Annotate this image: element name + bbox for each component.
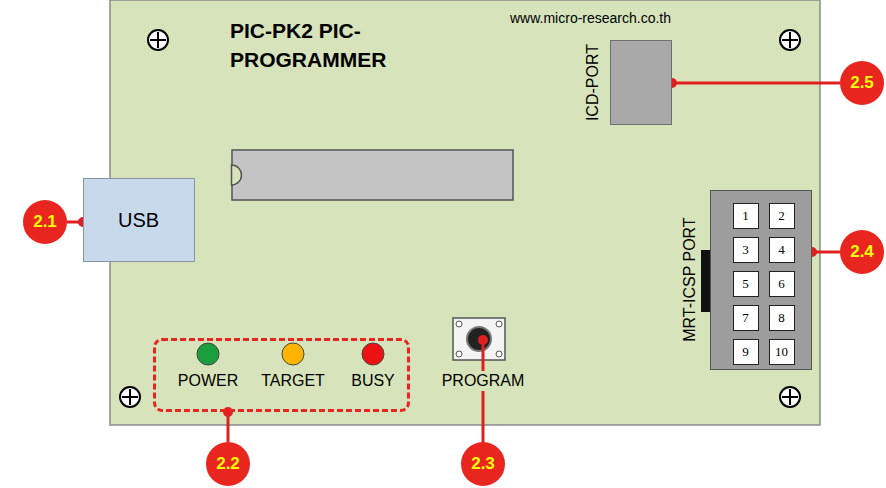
callout-number: 2.4: [840, 230, 884, 274]
pin-box: 7: [733, 305, 759, 331]
callout-number: 2.4: [850, 242, 874, 262]
part-label: PIC-PK2 PIC-PROGRAMMER: [230, 16, 450, 74]
usb-connector: USB: [83, 178, 195, 262]
callout-number: 2.1: [23, 200, 67, 244]
program-button: [453, 318, 505, 360]
pin-number: 10: [775, 344, 788, 360]
pcb-board: [110, 0, 820, 425]
callout-number: 2.2: [216, 454, 240, 474]
callout-number: 2.1: [33, 212, 57, 232]
pin-number: 1: [742, 208, 749, 224]
part-label: TARGET: [261, 371, 325, 390]
connector-key-bar: [701, 250, 710, 312]
pin-number: 7: [742, 310, 749, 326]
pin-number: 4: [778, 242, 785, 258]
pin-box: 1: [733, 203, 759, 229]
callout-number: 2.3: [461, 442, 505, 486]
icsp-connector: 12345678910MRT-ICSP PORT: [710, 190, 812, 370]
leader-line: [667, 78, 840, 88]
part-label: ICD-PORT: [583, 44, 602, 121]
part-label: MRT-ICSP PORT: [680, 217, 699, 341]
callout-number: 2.5: [850, 73, 874, 93]
pin-box: 4: [769, 237, 795, 263]
leader-line: [223, 407, 233, 442]
mounting-holes: [120, 30, 800, 407]
pin-number: 6: [778, 276, 785, 292]
pcb-board: ICD-PORT USB 1 2 3 4 5 6 7 8 9 10 MRT-ICSP PORT POWER…: [110, 0, 820, 425]
part-label: POWER: [178, 371, 238, 390]
pin-box: 9: [733, 339, 759, 365]
pin-box: 2: [769, 203, 795, 229]
callout-number: 2.2: [206, 442, 250, 486]
icd-port: ICD-PORT: [610, 40, 672, 125]
pin-box: 10: [769, 339, 795, 365]
pin-number: 5: [742, 276, 749, 292]
callout-number: 2.5: [840, 61, 884, 105]
pin-box: 8: [769, 305, 795, 331]
led-group: POWER TARGET BUSY: [153, 338, 410, 412]
pin-number: 8: [778, 310, 785, 326]
ic-socket: [232, 150, 514, 200]
part-label: www.micro-research.co.th: [510, 10, 671, 27]
pin-number: 2: [778, 208, 785, 224]
leader-stroke: [672, 82, 840, 85]
part-label: BUSY: [351, 371, 395, 390]
callout-number: 2.3: [471, 454, 495, 474]
status-leds: [197, 343, 384, 365]
pin-number: 3: [742, 242, 749, 258]
pin-box: 5: [733, 271, 759, 297]
button-label: PROGRAM: [439, 371, 528, 390]
pin-number: 9: [742, 344, 749, 360]
leader-dot: [223, 407, 233, 417]
pin-box: 6: [769, 271, 795, 297]
pin-box: 3: [733, 237, 759, 263]
part-label: USB: [118, 208, 159, 232]
